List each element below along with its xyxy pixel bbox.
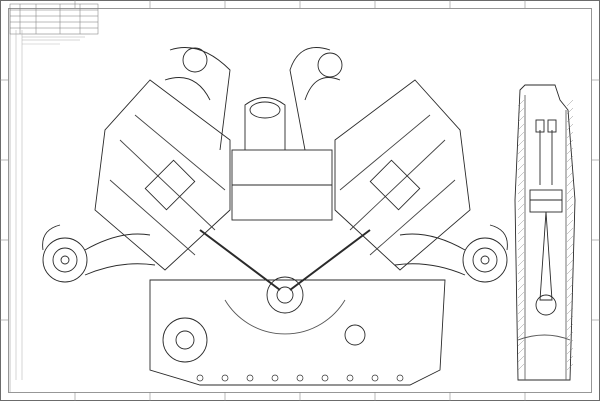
- hatch-line: [517, 331, 525, 339]
- hatch-line: [517, 235, 525, 243]
- hatch-line: [517, 147, 525, 155]
- hatch-line: [566, 291, 574, 299]
- hatch-line: [566, 267, 574, 275]
- hatch-line: [566, 219, 574, 227]
- hatch-line: [517, 299, 525, 307]
- hatch-line: [566, 171, 574, 179]
- hatch-line: [566, 203, 574, 211]
- hatch-line: [566, 243, 574, 251]
- hatch-line: [517, 339, 525, 347]
- hatch-line: [566, 147, 574, 155]
- hatch-line: [517, 139, 525, 147]
- hatch-line: [566, 155, 574, 163]
- hatch-line: [566, 355, 574, 363]
- bolt-circle: [296, 374, 304, 382]
- hatch-line: [566, 163, 574, 171]
- hatch-line: [566, 235, 574, 243]
- left-ruler: [15, 30, 23, 380]
- hatch-line: [566, 107, 574, 115]
- hatch-line: [566, 363, 574, 371]
- bolt-circle: [196, 374, 204, 382]
- hatch-line: [517, 355, 525, 363]
- hatch-line: [517, 171, 525, 179]
- hatch-line: [517, 283, 525, 291]
- hatch-line: [566, 299, 574, 307]
- hatch-line: [566, 251, 574, 259]
- hatch-line: [566, 187, 574, 195]
- hatch-line: [517, 347, 525, 355]
- bolt-circle: [321, 374, 329, 382]
- bolt-circle: [371, 374, 379, 382]
- hatch-line: [566, 131, 574, 139]
- title-block: [9, 3, 99, 45]
- hatch-line: [517, 115, 525, 123]
- hatch-line: [566, 315, 574, 323]
- hatch-line: [566, 115, 574, 123]
- hatch-line: [517, 163, 525, 171]
- hatch-line: [517, 227, 525, 235]
- hatch-line: [517, 123, 525, 131]
- hatch-line: [517, 211, 525, 219]
- hatch-line: [517, 195, 525, 203]
- section-hatching: [517, 99, 574, 371]
- hatch-line: [517, 323, 525, 331]
- hatch-line: [517, 291, 525, 299]
- hatch-line: [517, 219, 525, 227]
- engine-side-section-view: [514, 84, 576, 381]
- hatch-line: [517, 155, 525, 163]
- hatch-line: [566, 195, 574, 203]
- hatch-line: [566, 347, 574, 355]
- hatch-line: [517, 187, 525, 195]
- hatch-line: [566, 99, 574, 107]
- hatch-line: [517, 107, 525, 115]
- hatch-line: [517, 315, 525, 323]
- bolt-circle: [396, 374, 404, 382]
- hatch-line: [566, 275, 574, 283]
- hatch-line: [517, 363, 525, 371]
- bolt-circle: [246, 374, 254, 382]
- engine-bolts: [196, 374, 404, 382]
- hatch-line: [566, 179, 574, 187]
- hatch-line: [517, 99, 525, 107]
- hatch-line: [566, 227, 574, 235]
- hatch-line: [566, 123, 574, 131]
- hatch-line: [566, 339, 574, 347]
- hatch-line: [566, 139, 574, 147]
- hatch-line: [517, 131, 525, 139]
- bolt-circle: [271, 374, 279, 382]
- hatch-line: [517, 243, 525, 251]
- engine-front-view: [42, 47, 508, 386]
- hatch-line: [566, 331, 574, 339]
- hatch-line: [517, 275, 525, 283]
- hatch-line: [517, 251, 525, 259]
- hatch-line: [566, 323, 574, 331]
- hatch-line: [517, 203, 525, 211]
- bolt-circle: [346, 374, 354, 382]
- bolt-circle: [221, 374, 229, 382]
- hatch-line: [566, 211, 574, 219]
- hatch-line: [517, 259, 525, 267]
- hatch-line: [517, 179, 525, 187]
- hatch-line: [517, 267, 525, 275]
- hatch-line: [566, 307, 574, 315]
- hatch-line: [566, 259, 574, 267]
- hatch-line: [566, 283, 574, 291]
- hatch-line: [517, 307, 525, 315]
